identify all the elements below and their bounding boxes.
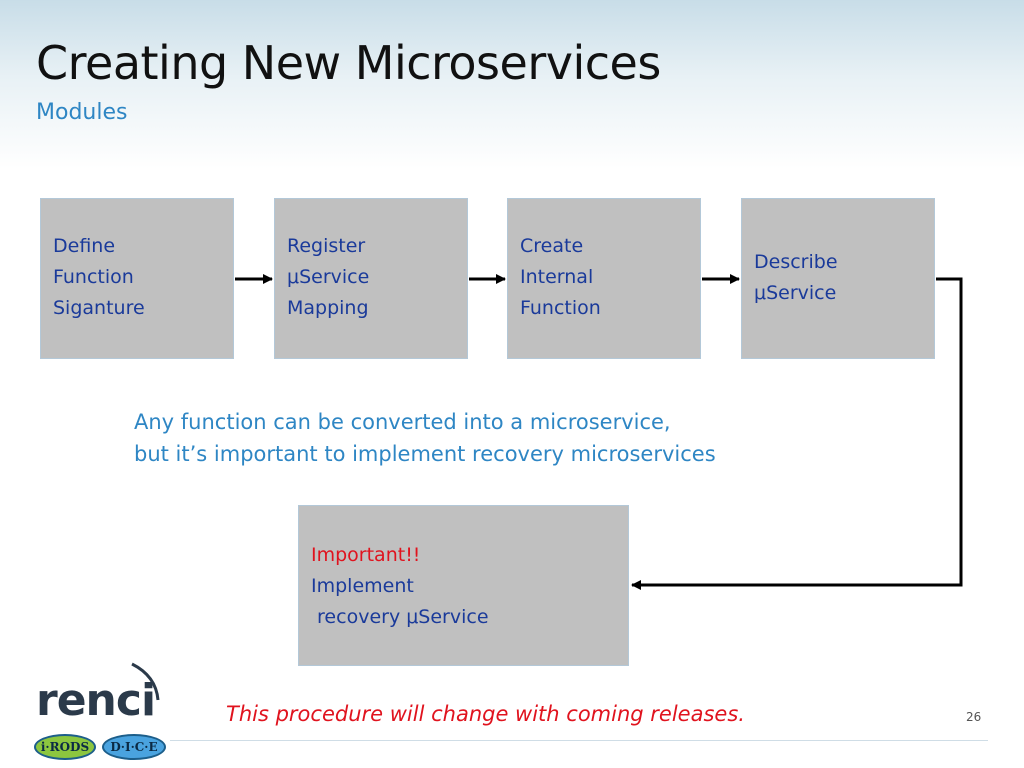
step-line: Siganture <box>53 297 145 319</box>
step-line: μService <box>287 266 370 288</box>
important-label: Important!! <box>311 544 421 566</box>
step-line: Register <box>287 235 366 257</box>
slide-subtitle: Modules <box>36 100 128 125</box>
renci-logo: renci i·RODS D·I·C·E <box>32 662 172 762</box>
step-define-function-signature: Define Function Siganture <box>40 198 234 359</box>
step-line: Function <box>53 266 134 288</box>
step-implement-recovery-service: Important!! Implement recovery μService <box>298 505 629 666</box>
step-register-service-mapping: Register μService Mapping <box>274 198 468 359</box>
step-line: μService <box>754 282 837 304</box>
footer-divider <box>170 740 988 741</box>
step-line: Implement <box>311 575 414 597</box>
logo-wordmark: renci <box>36 675 156 726</box>
step-line: Create <box>520 235 584 257</box>
slide-title: Creating New Microservices <box>36 36 661 90</box>
step-line: Mapping <box>287 297 369 319</box>
step-line: Describe <box>754 251 838 273</box>
note-line: but it’s important to implement recovery… <box>134 442 716 466</box>
page-number: 26 <box>966 710 982 724</box>
logo-swoosh-icon <box>131 662 160 701</box>
step-create-internal-function: Create Internal Function <box>507 198 701 359</box>
logo-word-right: ci <box>115 675 156 726</box>
step-describe-service: Describe μService <box>741 198 935 359</box>
step-line: Internal <box>520 266 594 288</box>
step-line: Define <box>53 235 116 257</box>
irods-badge: i·RODS <box>34 734 96 760</box>
step-line: Function <box>520 297 601 319</box>
step-line: recovery μService <box>311 606 489 628</box>
logo-word-left: ren <box>36 675 117 726</box>
dice-badge: D·I·C·E <box>102 734 166 760</box>
footer-note: This procedure will change with coming r… <box>226 702 745 726</box>
arrow-step4-to-final <box>631 277 963 590</box>
note-line: Any function can be converted into a mic… <box>134 410 671 434</box>
explanation-note: Any function can be converted into a mic… <box>134 406 716 470</box>
